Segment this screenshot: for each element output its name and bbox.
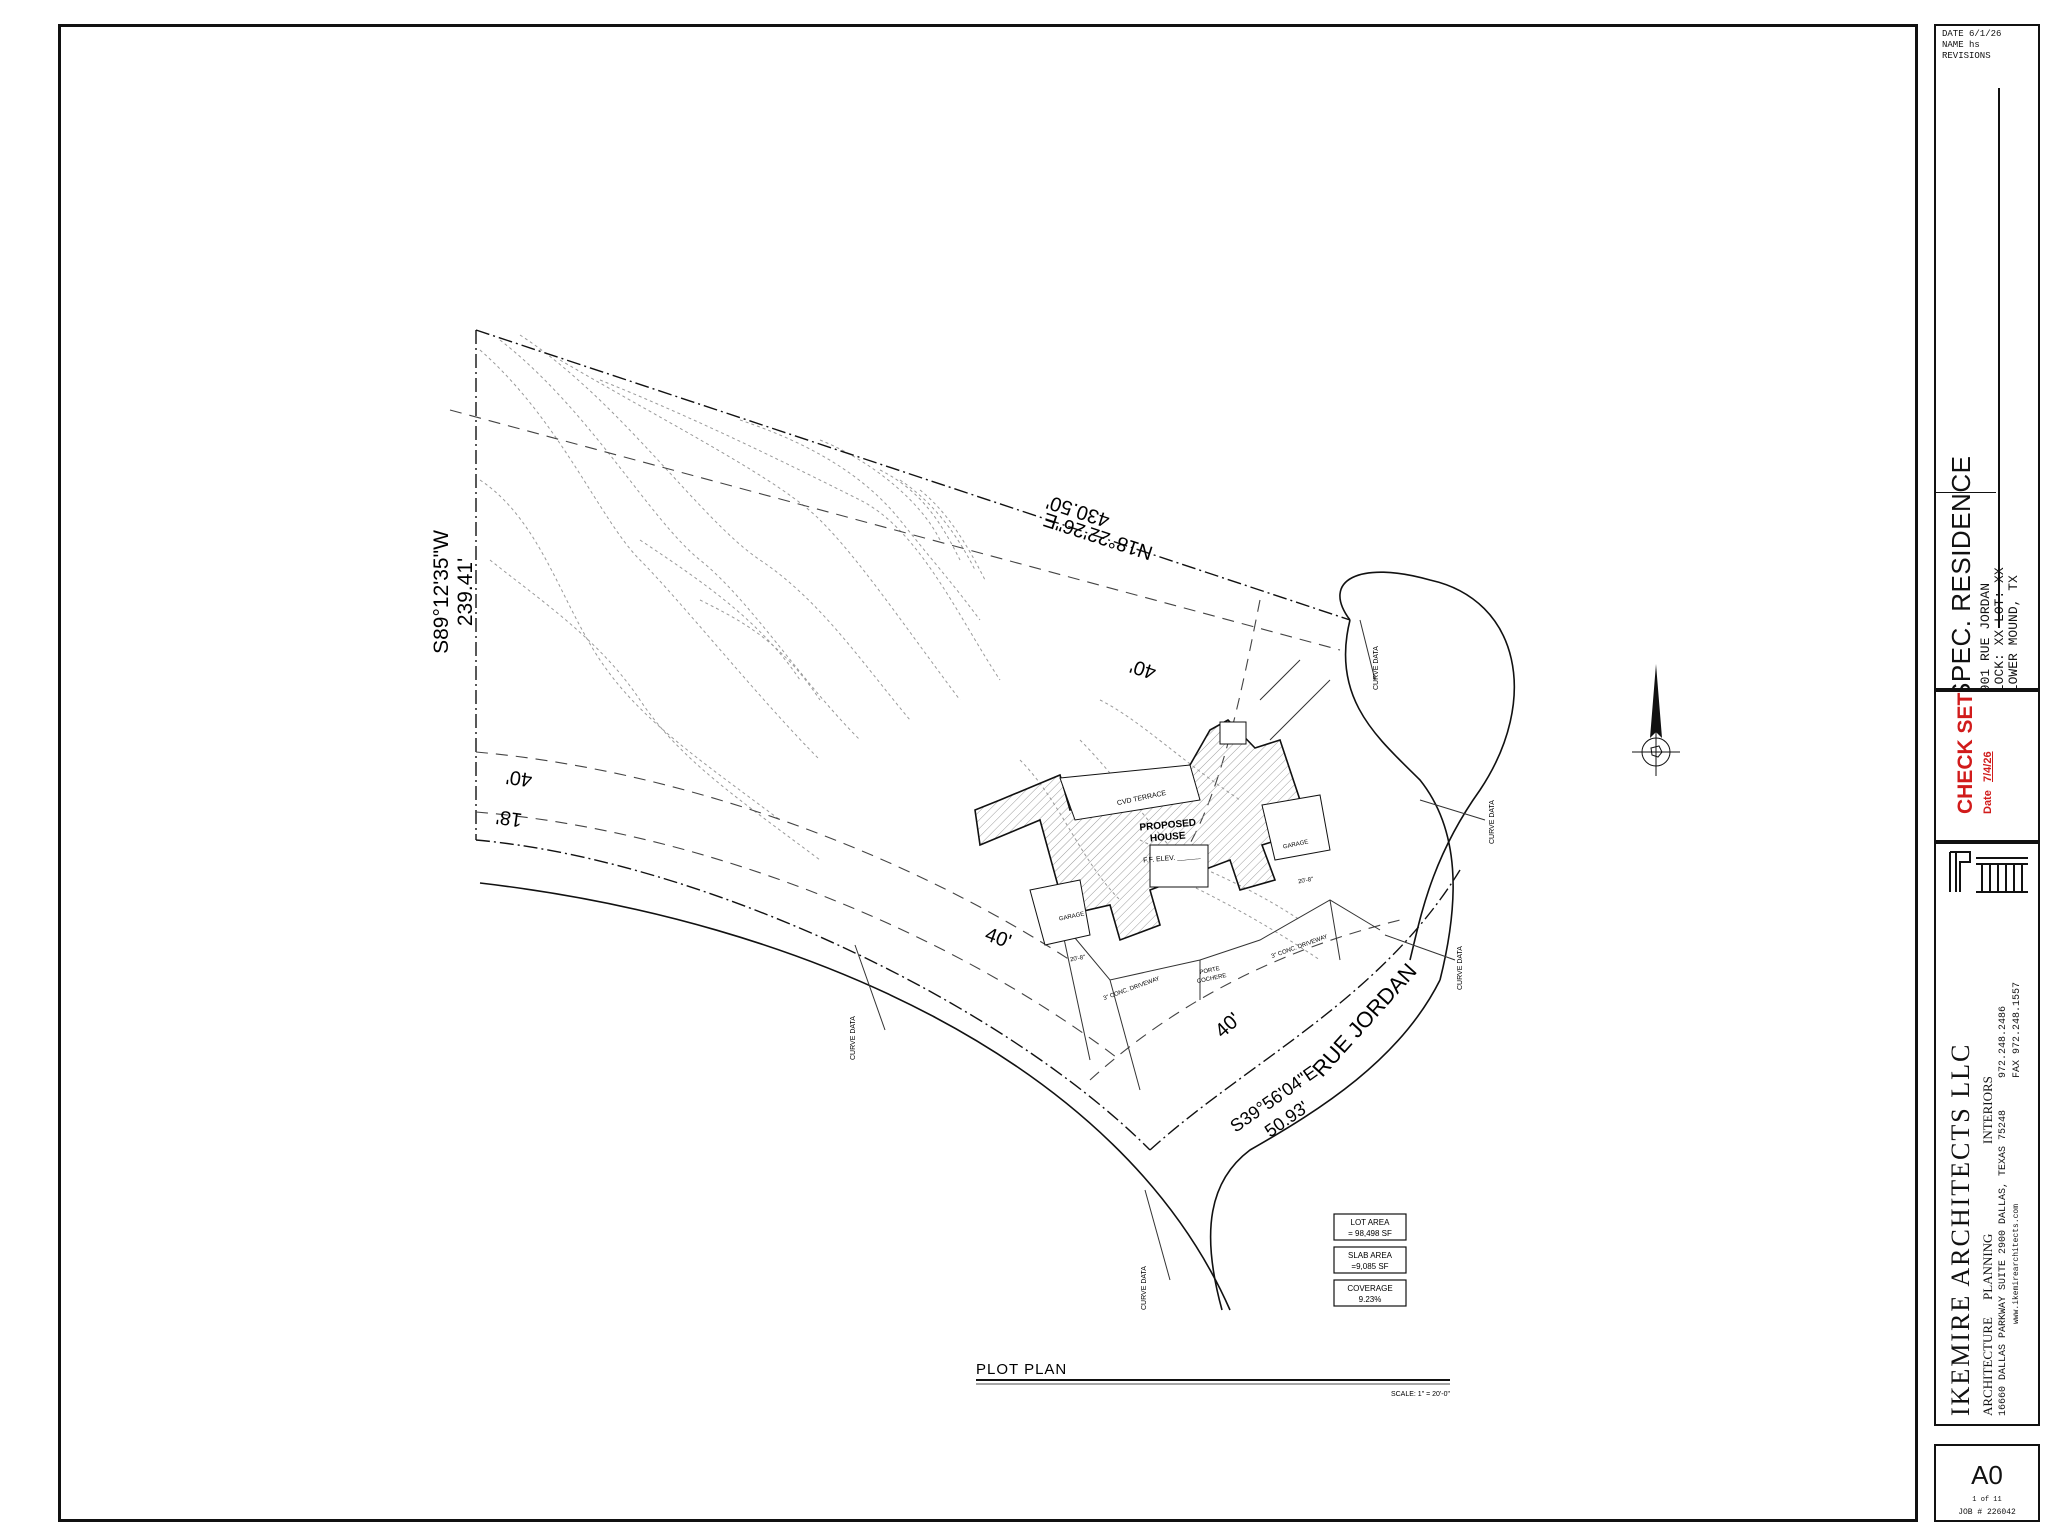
- sheet-number: A0: [1971, 1460, 2003, 1490]
- address-line-1: 5901 RUE JORDAN: [1978, 582, 1993, 700]
- setback-left-a: 40': [505, 765, 534, 790]
- curve-data-3: CURVE DATA: [1373, 646, 1380, 690]
- west-boundary-length: 239.41': [454, 558, 477, 626]
- north-arrow-icon: [1632, 664, 1680, 776]
- firm-logo-icon: [1949, 851, 2028, 893]
- house-title-line1: PROPOSED: [1139, 818, 1196, 834]
- firm-phone: 972.248.2486: [1998, 1005, 2009, 1078]
- curve-data-2: CURVE DATA: [1141, 1266, 1148, 1310]
- lot-area-value: = 98,498 SF: [1348, 1229, 1392, 1238]
- topo-contours: [479, 334, 1321, 961]
- firm-fax: FAX 972.248.1557: [2012, 981, 2023, 1078]
- drawing-frame: [58, 24, 1918, 1522]
- firm-name: IKEMIRE ARCHITECTS LLC: [1946, 1042, 1975, 1416]
- revisions-box: DATE 6/1/26 NAME hs REVISIONS SPEC. RESI…: [1934, 24, 2040, 700]
- check-set-stamp: CHECK SET: [1954, 692, 1977, 814]
- check-set-date-label: Date: [1982, 790, 1994, 814]
- setback-front-a: 40': [982, 924, 1014, 954]
- curve-data-leaders: [854, 619, 1486, 1281]
- sheet-number-box: A0 1 of 11 JOB # 226042: [1934, 1444, 2040, 1522]
- curve-data-5: CURVE DATA: [1457, 946, 1464, 990]
- setback-rear: 40': [1127, 654, 1159, 683]
- firm-address: 16660 DALLAS PARKWAY SUITE 2900 DALLAS, …: [1998, 1109, 2009, 1416]
- plan-title: PLOT PLAN: [976, 1361, 1067, 1378]
- job-number: JOB # 226042: [1958, 1508, 2016, 1517]
- garage-right-label: GARAGE: [1283, 839, 1309, 850]
- service-architecture: ARCHITECTURE: [1980, 1317, 1995, 1416]
- service-planning: PLANNING: [1980, 1233, 1995, 1300]
- setback-left-b: 18': [495, 805, 524, 830]
- check-set-date: 7/4/26: [1982, 751, 1994, 782]
- sheet-of: 1 of 11: [1972, 1496, 2002, 1504]
- revisions-label: REVISIONS: [1942, 51, 1991, 61]
- driveway: [1059, 899, 1381, 1091]
- house-ff-elev: F.F. ELEV. ______: [1143, 853, 1201, 865]
- driveway-right-label: 3" CONC. DRIVEWAY: [1271, 934, 1329, 960]
- firm-box: IKEMIRE ARCHITECTS LLC ARCHITECTURE PLAN…: [1934, 842, 2040, 1426]
- check-set-box: CHECK SET Date 7/4/26: [1934, 690, 2040, 842]
- property-boundary: [475, 329, 1461, 1151]
- house-footprint[interactable]: [974, 719, 1331, 946]
- coverage-value: 9.23%: [1359, 1295, 1382, 1304]
- dim-right: 20'-8": [1298, 877, 1314, 886]
- plan-scale: SCALE: 1" = 20'-0": [1391, 1391, 1451, 1398]
- street-curb: [479, 571, 1516, 1311]
- name-line: NAME hs: [1942, 40, 1980, 50]
- coverage-label: COVERAGE: [1347, 1284, 1392, 1293]
- west-boundary-bearing: S89°12'35"W: [430, 530, 453, 654]
- project-title: SPEC. RESIDENCE: [1946, 455, 1976, 700]
- slab-area-value: =9,085 SF: [1351, 1262, 1388, 1271]
- slab-area-label: SLAB AREA: [1348, 1251, 1393, 1260]
- garage-left-label: GARAGE: [1059, 911, 1085, 922]
- lot-area-label: LOT AREA: [1351, 1218, 1391, 1227]
- house-title-line2: HOUSE: [1150, 830, 1187, 844]
- porte-cochere-line1: PORTE: [1199, 966, 1220, 976]
- curve-data-1: CURVE DATA: [850, 1016, 857, 1060]
- firm-website: www.ikemirearchitects.com: [2012, 1203, 2021, 1324]
- date-line: DATE 6/1/26: [1942, 29, 2002, 39]
- title-block-divider: [1936, 492, 1996, 493]
- service-interiors: INTERIORS: [1980, 1076, 1995, 1144]
- street-name: RUE JORDAN: [1307, 958, 1421, 1081]
- address-line-3: FLOWER MOUND, TX: [2006, 575, 2021, 700]
- setback-front-b: 40': [1211, 1009, 1245, 1043]
- setback-lines: [449, 409, 1401, 1081]
- curve-data-4: CURVE DATA: [1489, 800, 1496, 844]
- address-line-2: BLOCK: XX LOT: XX: [1992, 567, 2007, 700]
- revisions-rule: [1998, 88, 2000, 628]
- dim-left: 20'-8": [1070, 955, 1086, 964]
